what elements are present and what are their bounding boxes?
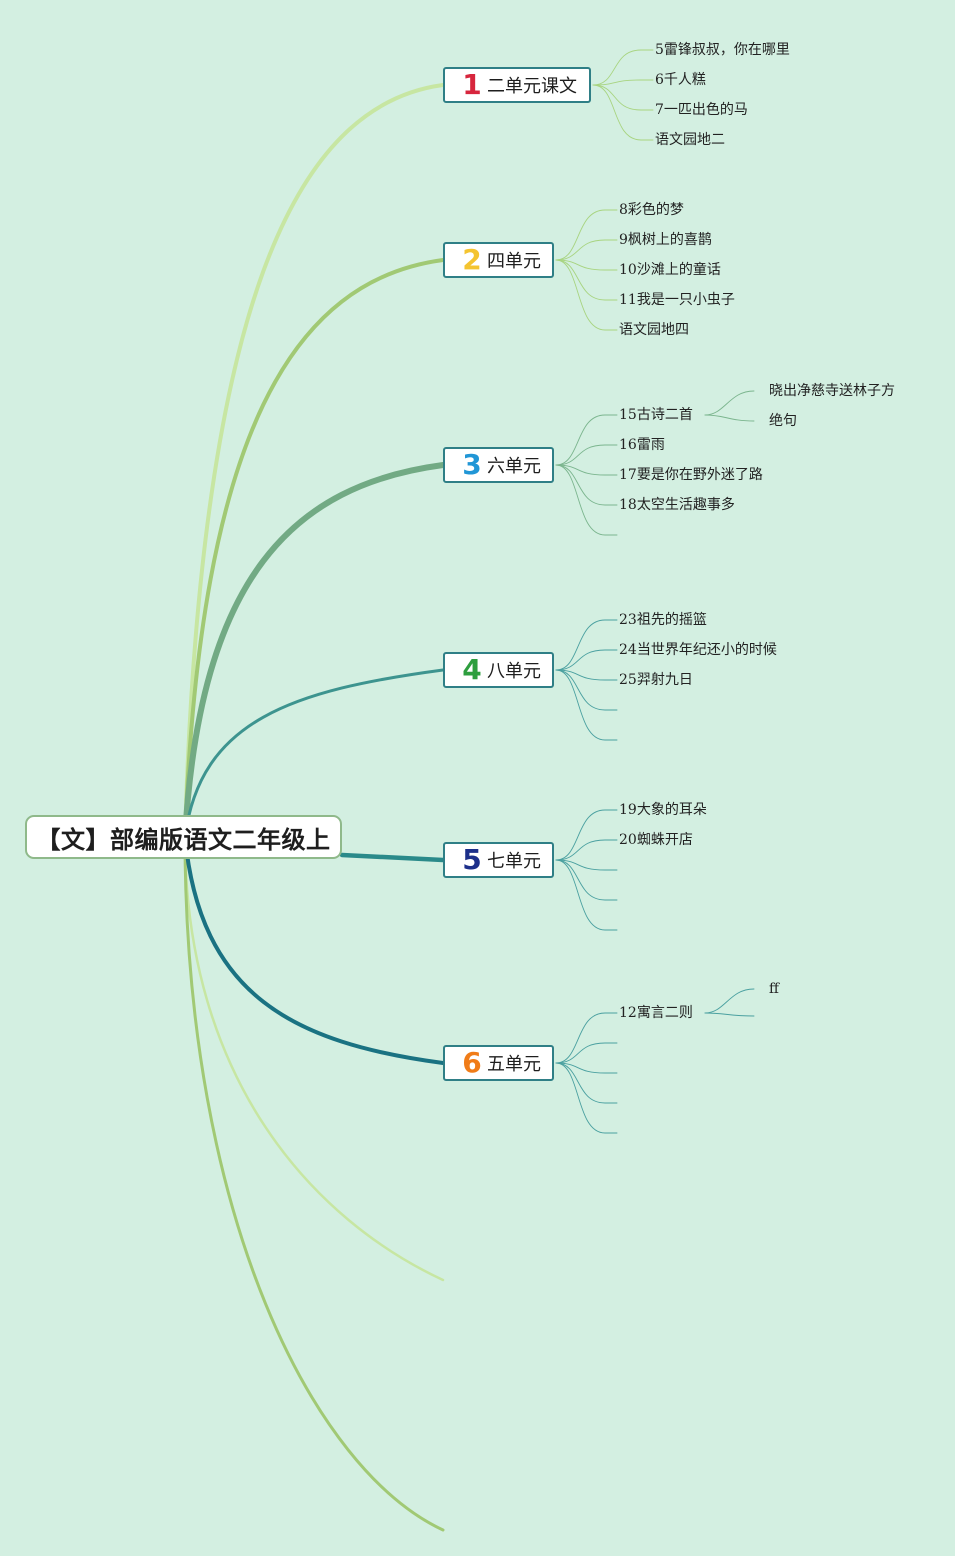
topic-line — [555, 649, 618, 671]
subtopic-label[interactable]: 11我是一只小虫子 — [619, 292, 735, 308]
subtopic-label[interactable]: 18太空生活趣事多 — [619, 497, 735, 513]
branch-line — [183, 835, 445, 1065]
topic-line — [555, 1062, 618, 1134]
topic-line — [555, 839, 618, 861]
extra-branch-line — [183, 835, 445, 1282]
topic-line — [555, 464, 618, 506]
subtopic-label[interactable]: 19大象的耳朵 — [619, 802, 707, 818]
subtopic-line — [704, 1012, 755, 1017]
subtopic-label[interactable]: 15古诗二首 — [619, 407, 693, 423]
topic-line — [555, 669, 618, 741]
subsubtopic-label[interactable]: 晓出净慈寺送林子方 — [769, 383, 895, 399]
subtopic-label[interactable]: 12寓言二则 — [619, 1005, 693, 1021]
topic-line — [555, 464, 618, 536]
unit-label: 四单元 — [487, 251, 541, 272]
unit-label: 六单元 — [487, 456, 541, 477]
subsubtopic-label[interactable]: 绝句 — [769, 413, 797, 429]
subtopic-line — [704, 988, 755, 1014]
topic-line — [592, 84, 654, 111]
unit-label: 五单元 — [487, 1054, 541, 1075]
topic-line — [555, 1012, 618, 1064]
extra-branch-line — [183, 835, 445, 1532]
topic-line — [555, 1042, 618, 1064]
unit-number-badge: 3 — [462, 448, 482, 481]
topic-line — [555, 809, 618, 861]
topic-line — [555, 619, 618, 671]
topic-line — [555, 859, 618, 871]
topic-line — [555, 259, 618, 301]
subtopic-line — [704, 414, 755, 422]
topic-line — [555, 669, 618, 681]
topic-line — [592, 84, 654, 141]
subtopic-label[interactable]: 25羿射九日 — [619, 672, 693, 688]
topic-line — [555, 414, 618, 466]
topic-line — [555, 259, 618, 331]
topic-line — [592, 49, 654, 86]
topic-line — [555, 444, 618, 466]
subtopic-label[interactable]: 6千人糕 — [655, 72, 706, 88]
topic-line — [555, 669, 618, 711]
branch-line — [183, 258, 445, 839]
unit-label: 七单元 — [487, 851, 541, 872]
root-topic[interactable]: 【文】部编版语文二年级上 — [25, 815, 342, 859]
subtopic-label[interactable]: 9枫树上的喜鹊 — [619, 232, 712, 248]
unit-number-badge: 1 — [462, 68, 482, 101]
branch-line — [182, 462, 446, 840]
branch-line — [183, 668, 445, 839]
subtopic-label[interactable]: 16雷雨 — [619, 437, 665, 453]
subtopic-label[interactable]: 24当世界年纪还小的时候 — [619, 642, 777, 658]
subtopic-label[interactable]: 20蜘蛛开店 — [619, 832, 693, 848]
topic-line — [555, 1062, 618, 1074]
topic-line — [592, 79, 654, 86]
subtopic-label[interactable]: 10沙滩上的童话 — [619, 262, 721, 278]
subtopic-label[interactable]: 语文园地二 — [655, 132, 725, 148]
topic-line — [555, 464, 618, 476]
topic-line — [555, 259, 618, 271]
unit-number-badge: 2 — [462, 243, 482, 276]
topic-line — [555, 239, 618, 261]
topic-line — [555, 1062, 618, 1104]
unit-label: 二单元课文 — [487, 76, 577, 97]
unit-label: 八单元 — [487, 661, 541, 682]
subtopic-label[interactable]: 语文园地四 — [619, 322, 689, 338]
subtopic-label[interactable]: 7一匹出色的马 — [655, 102, 748, 118]
unit-number-badge: 6 — [462, 1046, 482, 1079]
branch-line — [339, 852, 446, 863]
unit-number-badge: 4 — [462, 653, 482, 686]
topic-line — [555, 859, 618, 931]
subtopic-line — [704, 390, 755, 416]
subtopic-label[interactable]: 8彩色的梦 — [619, 202, 684, 218]
root-title: 【文】部编版语文二年级上 — [36, 825, 331, 854]
subsubtopic-label[interactable]: ff — [769, 981, 779, 997]
unit-number-badge: 5 — [462, 843, 482, 876]
branch-line — [183, 83, 445, 839]
topic-line — [555, 209, 618, 261]
subtopic-label[interactable]: 5雷锋叔叔，你在哪里 — [655, 42, 790, 58]
topic-line — [555, 859, 618, 901]
subtopic-label[interactable]: 23祖先的摇篮 — [619, 612, 707, 628]
subtopic-label[interactable]: 17要是你在野外迷了路 — [619, 467, 763, 483]
